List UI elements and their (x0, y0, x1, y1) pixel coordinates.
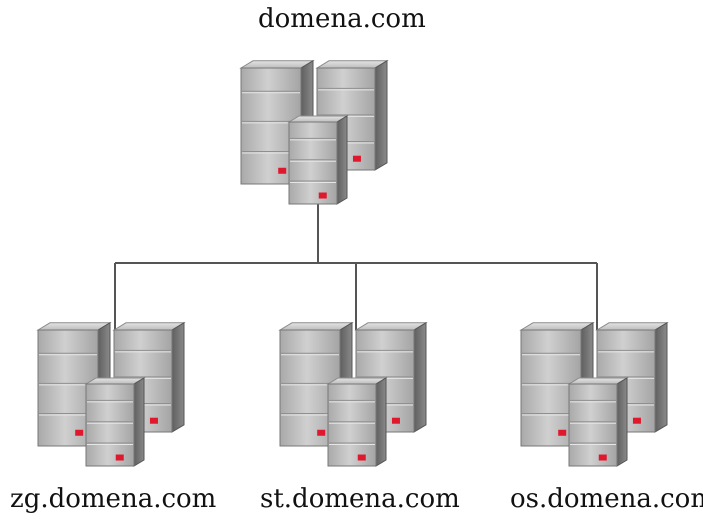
child-domain-label-st: st.domena.com (260, 484, 460, 514)
tree-connectors (114, 204, 598, 330)
child-domain-label-zg: zg.domena.com (10, 484, 217, 514)
root-server-cluster-icon (239, 59, 389, 205)
child-2-server-cluster-icon (519, 321, 669, 467)
status-led-icon (115, 454, 124, 461)
status-led-icon (278, 167, 287, 174)
status-led-icon (149, 417, 158, 424)
server-tower-front (326, 377, 388, 467)
child-1-server-cluster-icon (278, 321, 428, 467)
status-led-icon (318, 192, 327, 199)
status-led-icon (391, 417, 400, 424)
root-domain-label: domena.com (258, 4, 426, 34)
server-tower-front (287, 115, 349, 205)
child-0-server-cluster-icon (36, 321, 186, 467)
server-tower-front (567, 377, 629, 467)
child-domain-label-os: os.domena.com (510, 484, 703, 514)
status-led-icon (632, 417, 641, 424)
status-led-icon (317, 429, 326, 436)
status-led-icon (352, 155, 361, 162)
status-led-icon (75, 429, 84, 436)
server-tower-front (84, 377, 146, 467)
status-led-icon (598, 454, 607, 461)
status-led-icon (558, 429, 567, 436)
status-led-icon (357, 454, 366, 461)
